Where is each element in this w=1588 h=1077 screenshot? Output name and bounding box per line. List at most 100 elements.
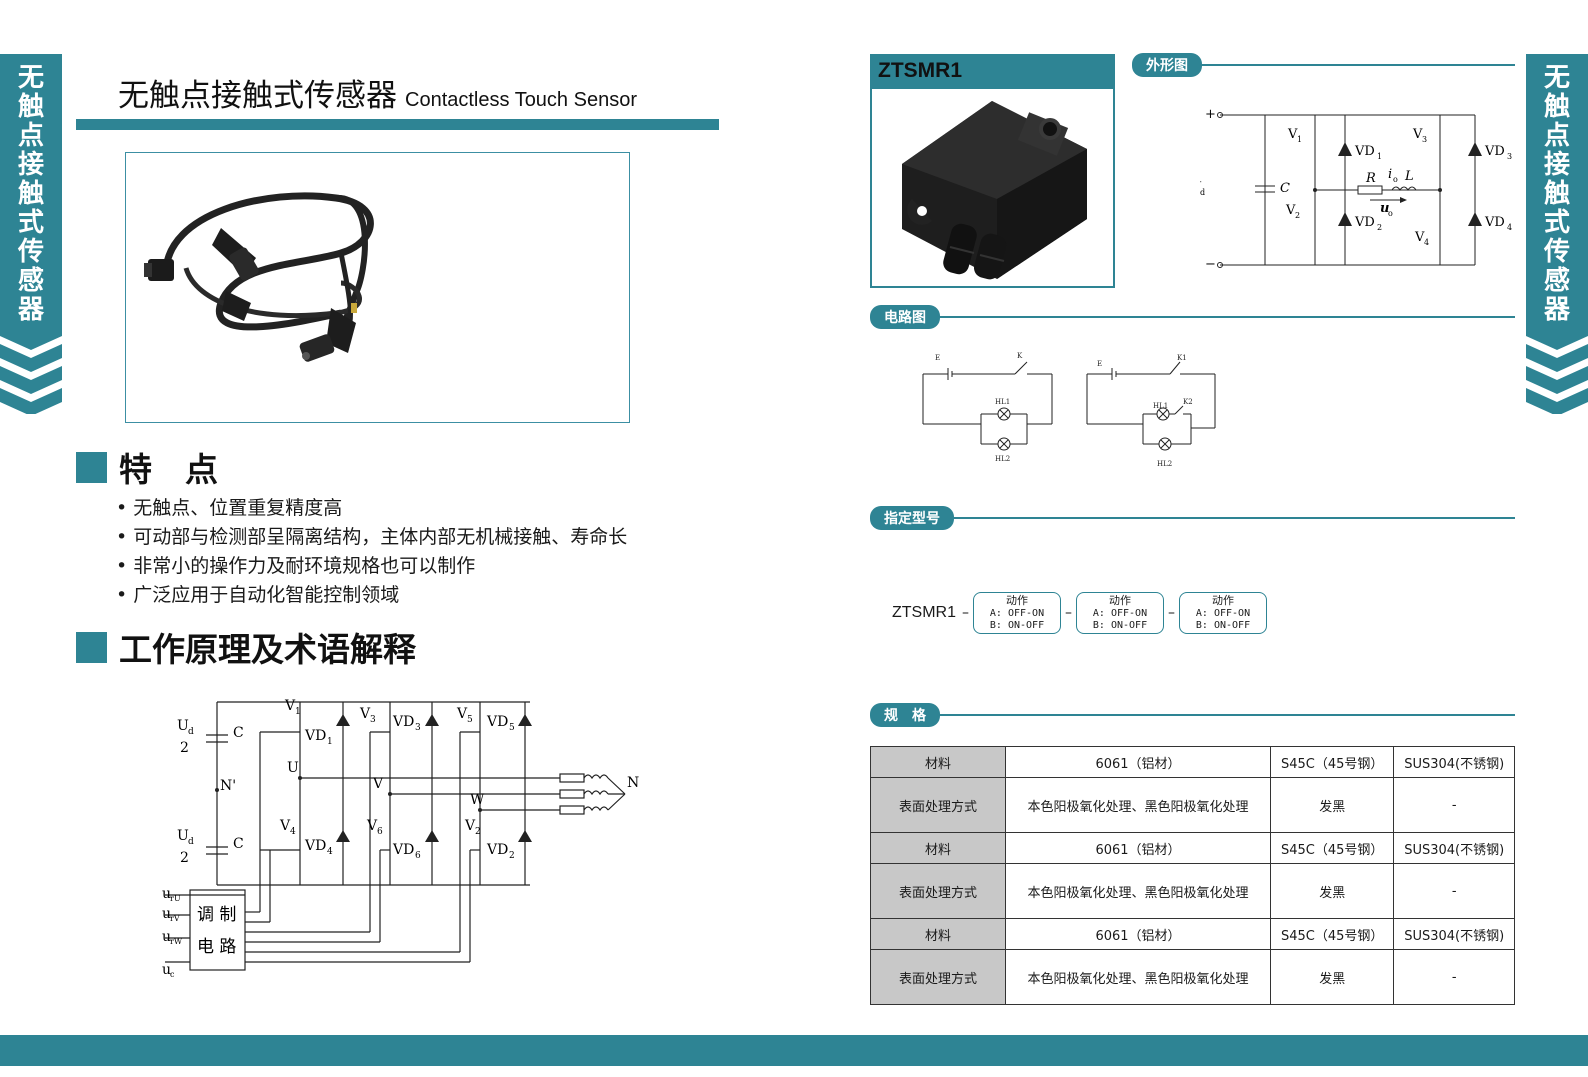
svg-text:3: 3 (415, 723, 421, 733)
circuit-diagrams: E K HL1 HL2 E K1 K2 HL1 HL2 (922, 352, 1216, 468)
svg-text:5: 5 (509, 723, 515, 733)
svg-text:2: 2 (475, 827, 481, 837)
spec-table: 材料 6061（铝材） S45C（45号钢） SUS304(不锈钢) 表面处理方… (870, 746, 1515, 1005)
table-row: 表面处理方式 本色阳极氧化处理、黑色阳极氧化处理 发黑 - (870, 949, 1515, 1005)
table-row: 材料 6061（铝材） S45C（45号钢） SUS304(不锈钢) (870, 832, 1515, 864)
svg-text:E: E (1097, 360, 1102, 368)
svg-text:3: 3 (1422, 135, 1427, 144)
svg-text:+: + (1205, 107, 1216, 122)
svg-text:N': N' (220, 778, 236, 794)
footer-bar (0, 1035, 1588, 1066)
svg-text:HL2: HL2 (995, 455, 1010, 463)
svg-text:4: 4 (1507, 223, 1512, 232)
order-prefix: ZTSMR1 (892, 604, 956, 621)
svg-text:电 路: 电 路 (197, 937, 236, 957)
svg-text:VD: VD (1354, 144, 1375, 159)
svg-text:V: V (1285, 203, 1296, 218)
svg-text:E: E (935, 354, 940, 362)
svg-text:V: V (279, 818, 291, 834)
side-tab-band (1526, 54, 1588, 324)
list-item: 可动部与检测部呈隔离结构，主体内部无机械接触、寿命长 (116, 523, 627, 552)
table-row: 材料 6061（铝材） S45C（45号钢） SUS304(不锈钢) (870, 746, 1515, 778)
svg-text:o: o (1388, 209, 1393, 218)
order-option: 动作 A: OFF-ON B: ON-OFF (1076, 592, 1164, 634)
side-tab-text: 无触点接触式传感器 (17, 63, 44, 325)
svg-text:u: u (162, 929, 171, 945)
svg-text:C: C (233, 836, 244, 852)
svg-text:调 制: 调 制 (197, 905, 236, 925)
svg-text:4: 4 (1424, 238, 1429, 247)
side-tab-right: 无触点接触式传感器 (1526, 54, 1588, 414)
svg-text:VD: VD (486, 842, 508, 858)
order-code: ZTSMR1 – 动作 A: OFF-ON B: ON-OFF – 动作 A: … (892, 592, 1267, 634)
label: U (177, 718, 189, 734)
svg-text:VD: VD (304, 838, 326, 854)
svg-text:2: 2 (1377, 223, 1382, 232)
svg-text:3: 3 (370, 715, 376, 725)
svg-text:1: 1 (1377, 152, 1382, 161)
list-item: 无触点、位置重复精度高 (116, 494, 627, 523)
svg-text:6: 6 (415, 851, 421, 861)
svg-text:rV: rV (170, 914, 180, 923)
chevron-stripes-icon (1526, 324, 1588, 414)
svg-text:V: V (1414, 230, 1425, 245)
sensor-cable-image (144, 192, 374, 362)
heading-square (76, 451, 107, 483)
svg-text:rU: rU (170, 894, 181, 903)
chevron-stripes-icon (0, 324, 62, 414)
order-option: 动作 A: OFF-ON B: ON-OFF (973, 592, 1061, 634)
svg-text:u: u (1380, 201, 1389, 216)
heading-square (76, 631, 107, 663)
side-tab-text: 无触点接触式传感器 (1543, 63, 1570, 325)
table-row: 材料 6061（铝材） S45C（45号钢） SUS304(不锈钢) (870, 918, 1515, 950)
svg-text:2: 2 (509, 851, 515, 861)
title-chinese: 无触点接触式传感器 (118, 78, 397, 114)
svg-text:VD: VD (392, 714, 414, 730)
svg-text:u: u (162, 962, 171, 978)
svg-text:U: U (287, 760, 299, 776)
svg-text:VD: VD (1484, 144, 1505, 159)
svg-text:1: 1 (1297, 135, 1302, 144)
svg-text:u: u (162, 886, 171, 902)
product-photo-frame (125, 152, 630, 423)
svg-text:C: C (1280, 181, 1290, 196)
features-heading: 特 点 (76, 443, 218, 491)
svg-text:o: o (1393, 175, 1398, 184)
svg-text:V: V (1287, 127, 1298, 142)
svg-text:V: V (359, 706, 371, 722)
side-tab-left: 无触点接触式传感器 (0, 54, 62, 414)
svg-text:1: 1 (295, 707, 301, 717)
svg-text:4: 4 (327, 847, 333, 857)
principle-heading: 工作原理及术语解释 (76, 623, 416, 671)
svg-text:u: u (162, 906, 171, 922)
svg-text:d: d (188, 837, 194, 847)
svg-text:R: R (1365, 171, 1376, 186)
order-option: 动作 A: OFF-ON B: ON-OFF (1179, 592, 1267, 634)
svg-text:V: V (284, 698, 296, 714)
svg-text:V: V (366, 818, 378, 834)
svg-text:−: − (1205, 257, 1216, 270)
svg-text:HL2: HL2 (1157, 460, 1172, 468)
svg-text:VD: VD (1354, 215, 1375, 230)
side-tab-band (0, 54, 62, 324)
svg-text:6: 6 (377, 827, 383, 837)
model-name: ZTSMR1 (872, 56, 1113, 89)
svg-text:L: L (1404, 169, 1414, 184)
spec-heading: 规 格 (870, 703, 1515, 727)
svg-text:V: V (1412, 127, 1423, 142)
svg-text:V: V (464, 818, 476, 834)
svg-text:N: N (627, 775, 639, 791)
svg-text:5: 5 (467, 715, 473, 725)
list-item: 广泛应用于自动化智能控制领域 (116, 581, 627, 610)
sensor-box-image (902, 101, 1087, 280)
svg-text:VD: VD (1484, 215, 1505, 230)
svg-text:d: d (188, 727, 194, 737)
svg-text:K1: K1 (1177, 354, 1187, 362)
svg-text:2: 2 (1295, 211, 1300, 220)
svg-text:i: i (1388, 167, 1392, 182)
svg-text:1: 1 (327, 737, 333, 747)
circuit-heading: 电路图 (870, 305, 1515, 329)
svg-text:U: U (177, 828, 189, 844)
